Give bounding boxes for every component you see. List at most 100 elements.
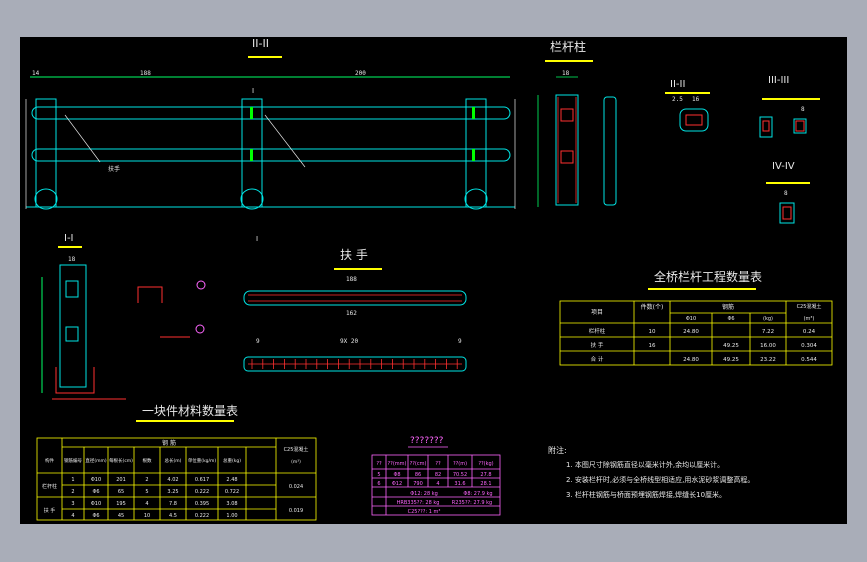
material-cell: 45	[118, 513, 124, 519]
material-cell: 195	[116, 501, 126, 507]
material-cell: Φ10	[91, 477, 101, 483]
rebar-cell: 86	[415, 472, 421, 478]
section-i-drawing	[41, 264, 126, 400]
dim-16: 16	[692, 96, 700, 103]
material-cell: 5	[145, 489, 148, 495]
bridge-cell: 24.80	[683, 357, 699, 363]
rebar-col-head: ??	[376, 461, 382, 467]
bridge-cell: 0.304	[801, 343, 817, 349]
material-col-head: 根数	[143, 457, 152, 464]
material-cell: 2.48	[226, 477, 237, 483]
material-table-text: 钢 筋C25混凝土构件钢筋编号直径(mm)每根长(cm)根数总长(m)单位重(k…	[42, 439, 308, 519]
drawing-svg: II-II 14 188 200 扶手 I I 栏杆柱 18	[25, 37, 833, 521]
title-rebar-table: ???????	[410, 436, 444, 446]
dim-188: 188	[140, 70, 151, 77]
dim-9x20: 9X 20	[340, 338, 358, 345]
title-section-ii: II-II	[252, 37, 269, 50]
handrail-elevation	[243, 356, 467, 372]
material-header-right: C25混凝土	[284, 446, 309, 453]
dim-188b: 188	[346, 276, 357, 283]
material-cell: 0.395	[195, 501, 209, 507]
dim-9a: 9	[256, 338, 260, 345]
bridge-col-head: 钢筋	[722, 303, 734, 311]
title-section-ii-small: II-II	[670, 79, 685, 90]
rebar-col-head: ??(kg)	[478, 461, 493, 467]
bridge-table-grid	[559, 300, 833, 366]
material-cell: Φ10	[91, 501, 101, 507]
rebar-table-grid	[371, 454, 501, 516]
joint-marks	[250, 107, 475, 161]
material-cell: 0.024	[289, 484, 303, 490]
rebar-cell: 4	[436, 481, 439, 487]
rebar-cell: 5	[377, 472, 380, 478]
bridge-cell: 扶 手	[591, 341, 604, 349]
material-col-head: 总重(kg)	[223, 457, 241, 464]
material-cell: 0.019	[289, 508, 303, 514]
bridge-sub-head: (m³)	[804, 316, 815, 322]
material-cell: 201	[116, 477, 126, 483]
material-cell: 2	[145, 477, 148, 483]
material-cell: Φ6	[92, 513, 99, 519]
material-col-head: 单位重(kg/m)	[188, 457, 217, 464]
dim-25: 2.5	[672, 96, 683, 103]
rebar-col-head: ??(cm)	[410, 461, 427, 467]
material-cell: 1	[71, 477, 74, 483]
railing-elevation	[26, 98, 515, 210]
rebar-sum: HRB335??: 28 kg	[397, 500, 440, 506]
rebar-col-head: ??	[435, 461, 441, 467]
material-cell: 1.00	[226, 513, 237, 519]
small-sections	[679, 108, 807, 224]
material-cell: Φ6	[92, 489, 99, 495]
rebar-cell: 6	[377, 481, 380, 487]
rebar-col-head: ??(m)	[453, 461, 467, 467]
title-section-i: I-I	[64, 233, 74, 244]
title-section-iv: IV-IV	[772, 161, 795, 172]
title-material-table: 一块件材料数量表	[142, 403, 238, 418]
bridge-cell: 49.25	[723, 343, 739, 349]
dim-18-section: 18	[68, 256, 76, 263]
dim-162: 162	[346, 310, 357, 317]
material-cell: 3.08	[226, 501, 237, 507]
post-elevation	[555, 94, 617, 206]
material-cell: 7.8	[169, 501, 177, 507]
material-header-top: 钢 筋	[162, 439, 176, 447]
material-cell: 栏杆柱	[42, 483, 57, 490]
bridge-cell: 16	[649, 343, 656, 349]
bridge-cell: 0.24	[803, 329, 816, 335]
callout-a	[196, 280, 206, 290]
rebar-cell: Φ8	[393, 472, 400, 478]
leader-1	[64, 114, 101, 163]
dim-14: 14	[32, 70, 40, 77]
material-cell: 4	[145, 501, 148, 507]
material-cell: 4.5	[169, 513, 177, 519]
note-3: 3. 栏杆柱钢筋与桥面预埋钢筋焊接,焊缝长10厘米。	[566, 490, 726, 499]
material-cell: 2	[71, 489, 74, 495]
rebar-cell: 28.1	[480, 481, 491, 487]
title-post: 栏杆柱	[550, 39, 586, 54]
post-rebar	[557, 97, 577, 203]
rebar-cell: Φ12	[392, 481, 402, 487]
material-col-head: 每根长(cm)	[109, 457, 133, 464]
note-2: 2. 安装栏杆时,必须与全桥线型相适应,用水泥砂浆调整高程。	[566, 475, 754, 484]
bridge-cell: 49.25	[723, 357, 739, 363]
dim-8-iv: 8	[784, 190, 788, 197]
dim-8-iii: 8	[801, 106, 805, 113]
rebar-sum: C25???: 1 m³	[408, 509, 441, 515]
bridge-cell: 16.00	[760, 343, 776, 349]
bridge-cell: 23.22	[760, 357, 776, 363]
bridge-cell: 合 计	[591, 355, 604, 363]
bridge-sub-head: Φ10	[686, 316, 696, 322]
title-section-iii: III-III	[768, 75, 789, 86]
bridge-cell: 7.22	[762, 329, 774, 335]
material-cell: 10	[144, 513, 150, 519]
material-cell: 3.25	[167, 489, 178, 495]
material-cell: 0.617	[195, 477, 209, 483]
rebar-cell: 31.6	[454, 481, 465, 487]
cad-drawing-canvas[interactable]: II-II 14 188 200 扶手 I I 栏杆柱 18	[20, 37, 847, 524]
rebar-sketch	[137, 286, 190, 338]
material-col-head: (m³)	[291, 459, 301, 465]
material-cell: 4.02	[167, 477, 178, 483]
title-handrail: 扶 手	[340, 247, 368, 262]
